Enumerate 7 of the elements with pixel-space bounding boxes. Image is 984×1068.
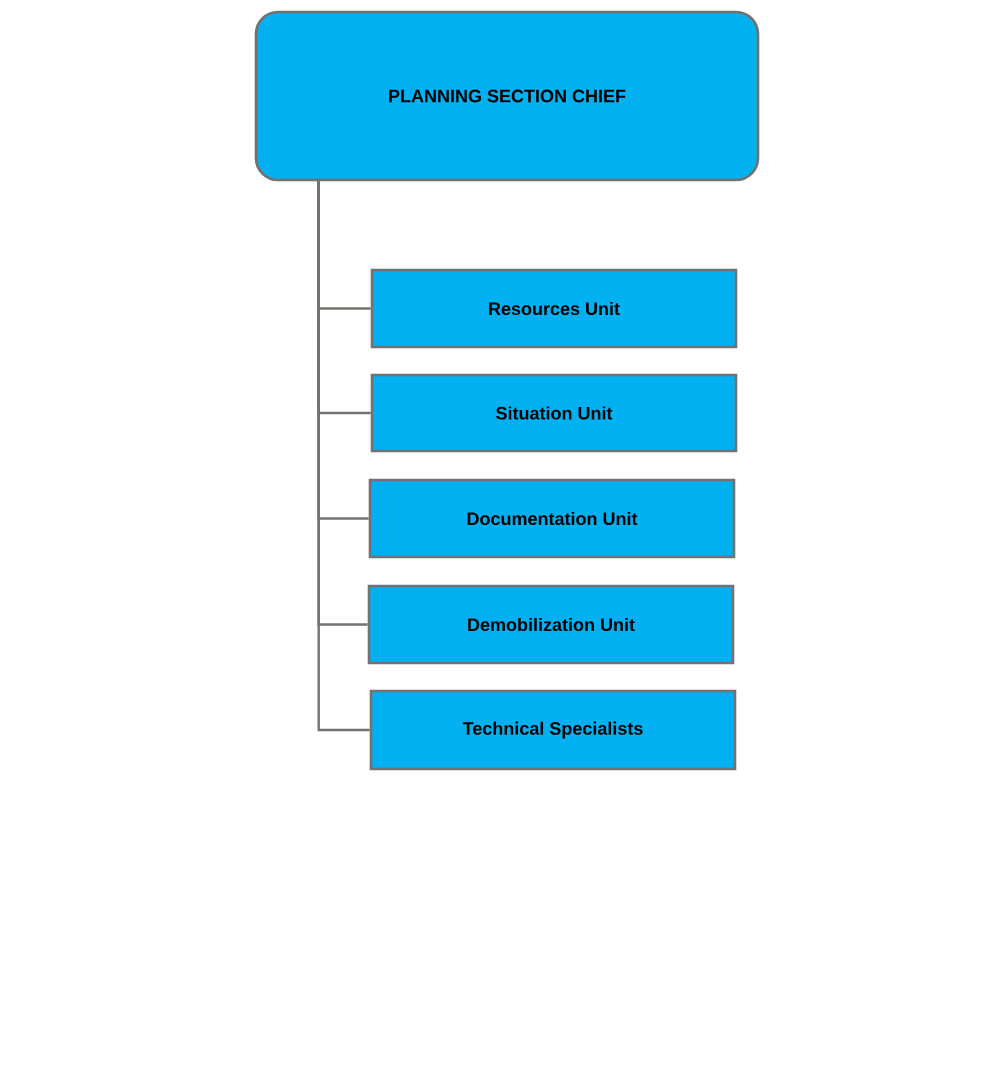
unit-box: Resources Unit xyxy=(370,268,738,349)
connector-line xyxy=(317,181,370,732)
unit-box: Situation Unit xyxy=(370,373,738,453)
unit-box: Technical Specialists xyxy=(369,689,737,771)
unit-box: Demobilization Unit xyxy=(367,584,735,665)
unit-box: Documentation Unit xyxy=(368,478,736,559)
chief-box: PLANNING SECTION CHIEF xyxy=(254,10,760,182)
